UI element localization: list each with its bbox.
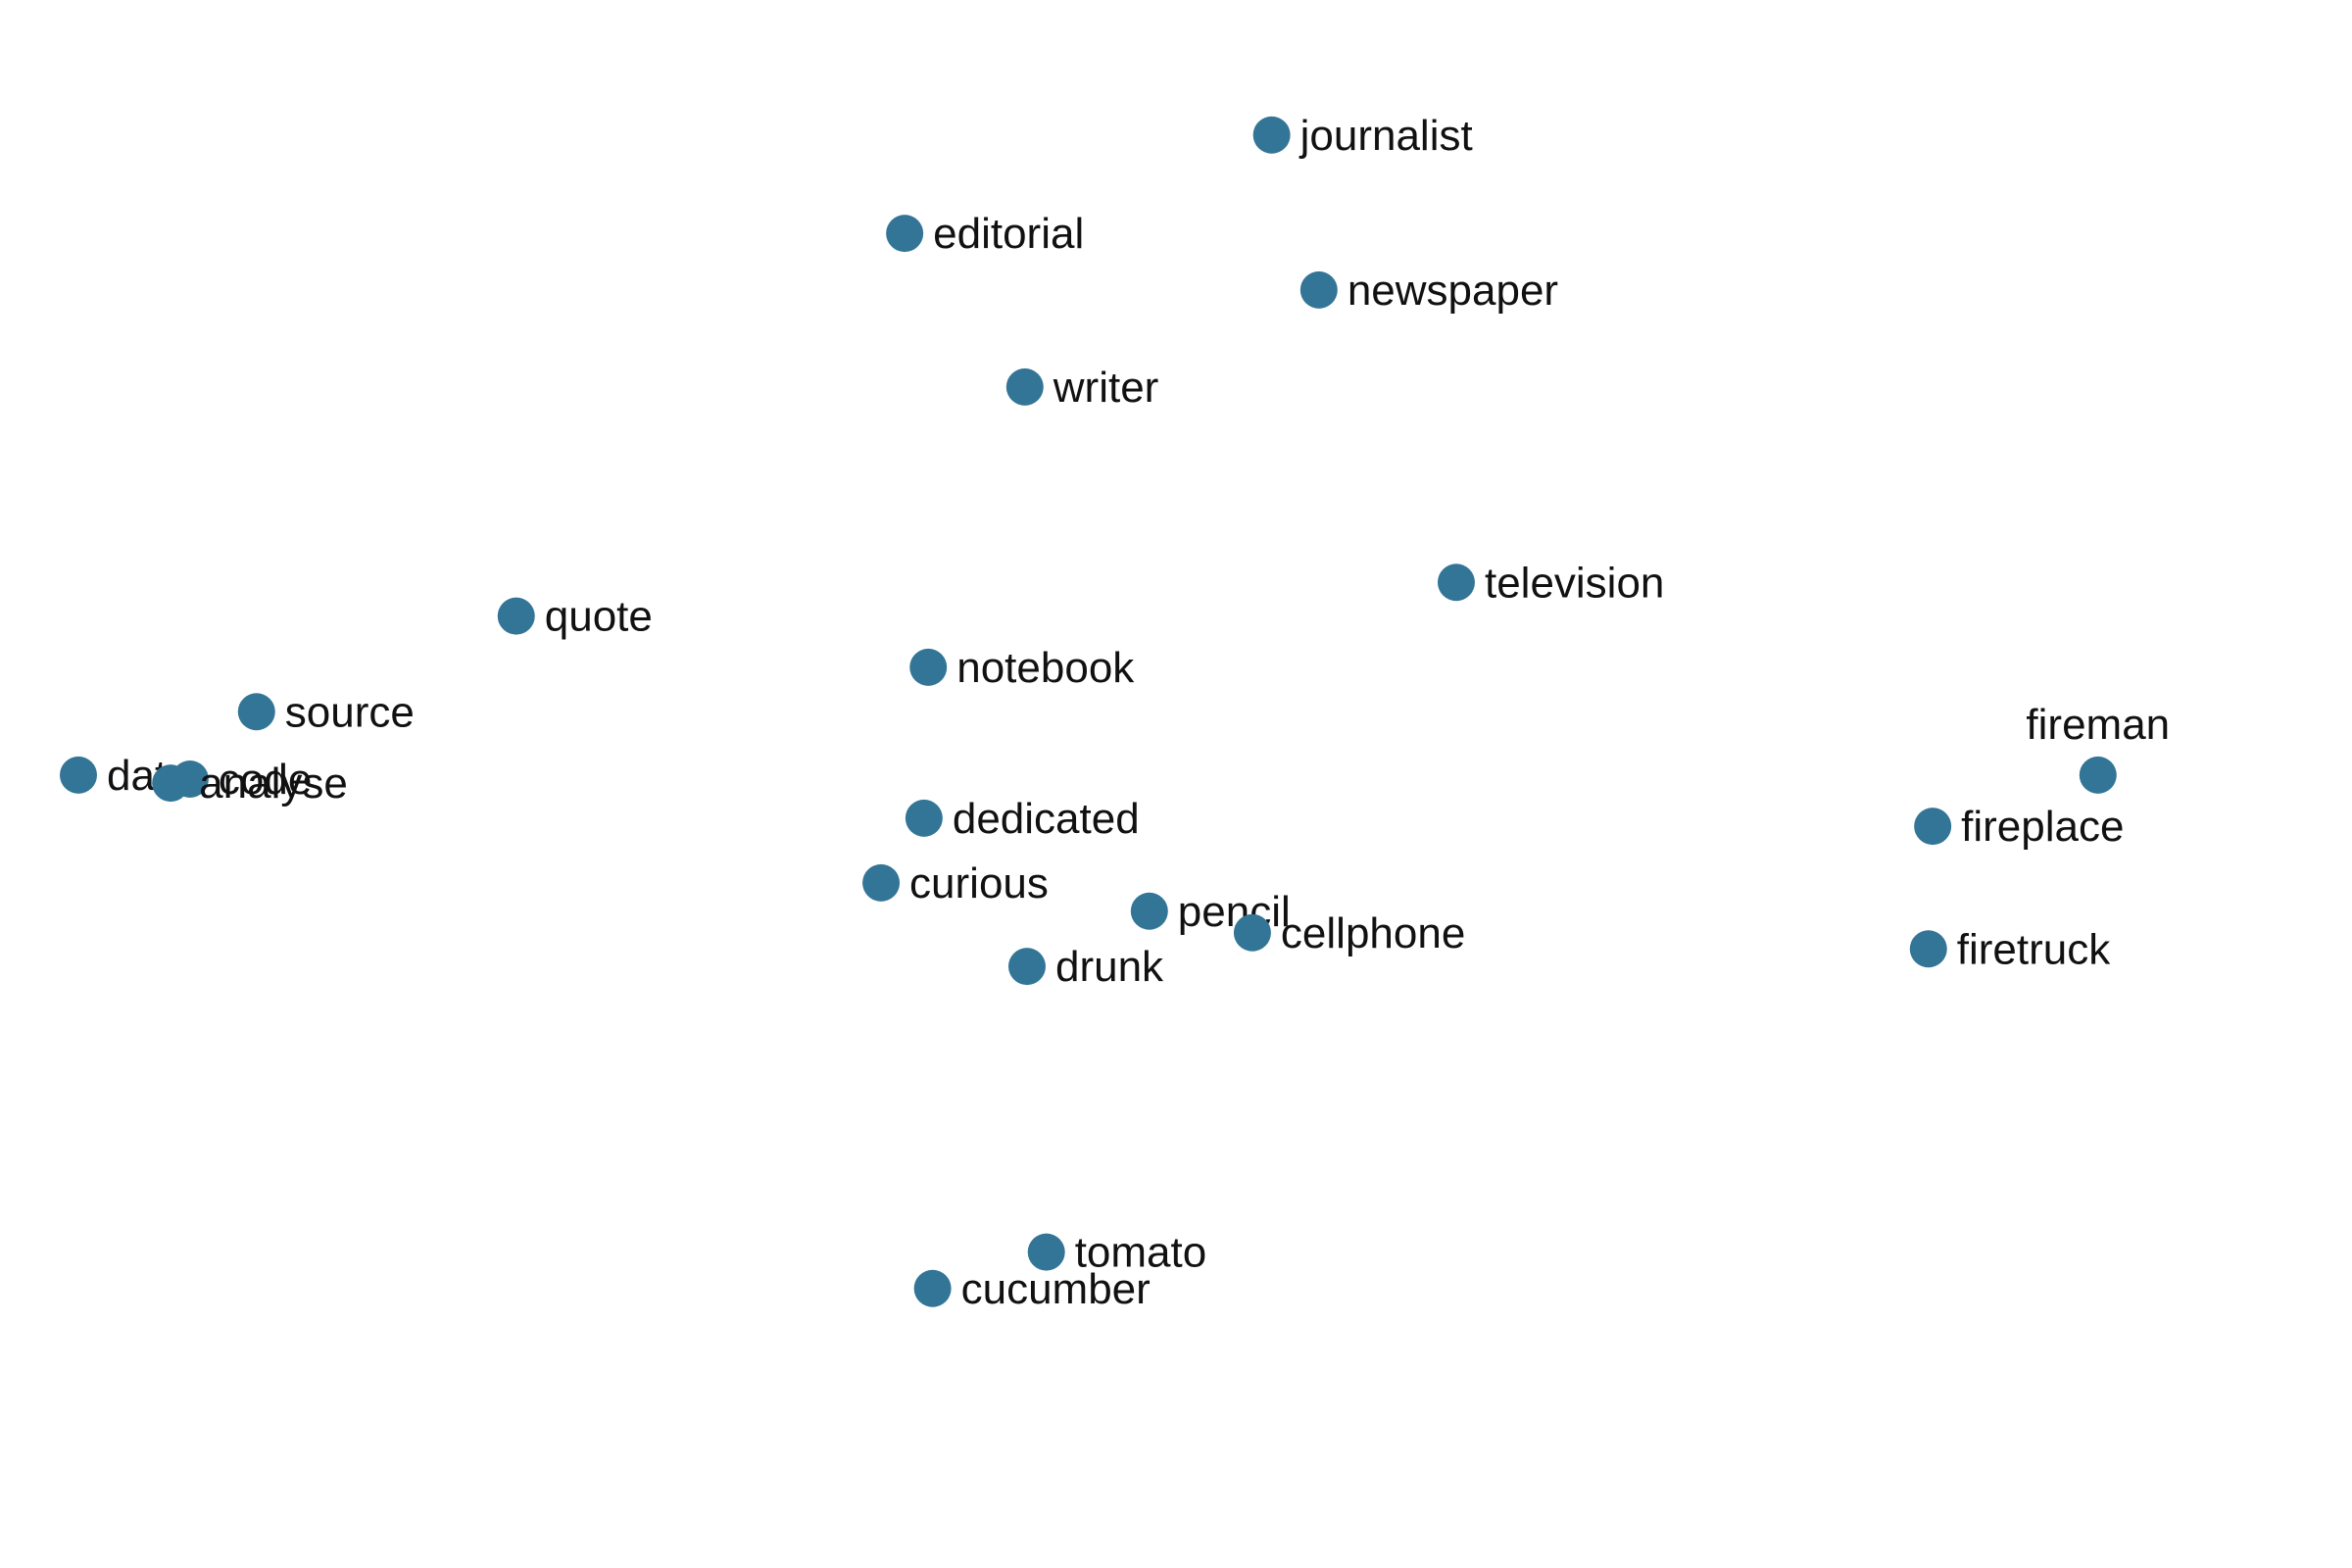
- scatter-point: [237, 693, 275, 731]
- point-source: source: [237, 688, 415, 736]
- point-label: editorial: [933, 210, 1084, 258]
- point-label: source: [285, 688, 415, 736]
- point-pencil: pencil: [1130, 888, 1291, 936]
- point-notebook: notebook: [909, 644, 1135, 692]
- point-label: journalist: [1298, 112, 1473, 160]
- point-fireman: fireman: [2026, 701, 2170, 794]
- point-quote: quote: [497, 593, 653, 641]
- point-tomato: tomato: [1027, 1229, 1207, 1277]
- scatter-point: [886, 215, 924, 253]
- scatter-point: [1007, 948, 1046, 986]
- point-label: quote: [545, 593, 653, 641]
- point-television: television: [1437, 559, 1664, 607]
- scatter-point: [1130, 892, 1168, 930]
- point-cucumber: cucumber: [913, 1265, 1151, 1313]
- point-label: cellphone: [1281, 909, 1465, 957]
- point-label: pencil: [1178, 888, 1291, 936]
- scatter-point: [1027, 1233, 1065, 1271]
- point-dedicated: dedicated: [905, 795, 1140, 843]
- point-drunk: drunk: [1007, 943, 1164, 991]
- point-label: tomato: [1075, 1229, 1207, 1277]
- point-label: cucumber: [961, 1265, 1151, 1313]
- point-journalist: journalist: [1252, 112, 1473, 160]
- scatter-point: [862, 863, 901, 902]
- point-writer: writer: [1005, 364, 1159, 412]
- scatter-point: [1909, 930, 1947, 968]
- scatter-point: [1233, 913, 1271, 952]
- scatter-point: [1005, 368, 1044, 406]
- point-label: newspaper: [1348, 267, 1558, 315]
- point-label: curious: [909, 859, 1049, 907]
- point-label: writer: [1053, 364, 1159, 412]
- point-label: drunk: [1055, 943, 1164, 991]
- point-label: analyse: [199, 760, 348, 808]
- scatter-point: [152, 764, 190, 803]
- scatter-point: [497, 597, 535, 635]
- point-label: code: [219, 756, 312, 804]
- point-firetruck: firetruck: [1909, 925, 2111, 973]
- point-newspaper: newspaper: [1299, 267, 1558, 315]
- point-analyse: analyse: [152, 760, 348, 808]
- scatter-point: [1914, 808, 1952, 846]
- scatter-point: [2079, 756, 2117, 794]
- scatter-point: [60, 756, 97, 794]
- scatter-point: [1299, 270, 1338, 309]
- scatter-point: [1252, 116, 1291, 154]
- point-fireplace: fireplace: [1914, 803, 2124, 851]
- scatter-point: [909, 648, 948, 686]
- point-curious: curious: [862, 859, 1049, 907]
- point-label: firetruck: [1957, 925, 2111, 973]
- scatter-point: [1437, 564, 1475, 602]
- point-editorial: editorial: [886, 210, 1084, 258]
- scatter-point: [905, 799, 943, 837]
- scatter-point: [913, 1269, 952, 1307]
- point-cellphone: cellphone: [1233, 909, 1465, 957]
- point-label: fireplace: [1961, 803, 2124, 851]
- point-label: notebook: [956, 644, 1135, 692]
- point-label: dedicated: [953, 795, 1140, 843]
- point-label: fireman: [2026, 701, 2170, 749]
- point-label: television: [1485, 559, 1664, 607]
